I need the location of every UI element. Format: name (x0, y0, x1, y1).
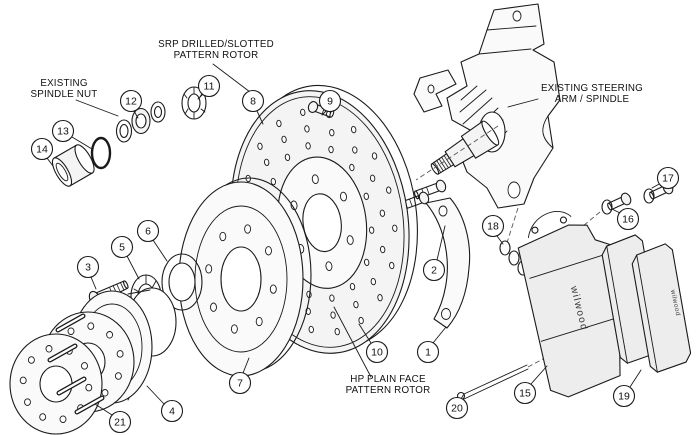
callout-20: 20 (445, 393, 469, 420)
callout-17: 17 (651, 166, 680, 190)
bearing-race-seal (161, 253, 203, 311)
dust-cap (51, 144, 95, 187)
callout-number: 3 (85, 262, 91, 274)
cotter-pin (456, 364, 529, 401)
callout-number: 16 (622, 214, 634, 226)
callout-15: 15 (513, 365, 548, 405)
callout-7: 7 (228, 357, 252, 395)
callout-2: 2 (422, 225, 446, 282)
callout-3: 3 (76, 255, 100, 290)
steering-knuckle (413, 3, 561, 209)
label-line: PATTERN ROTOR (174, 50, 259, 61)
callout-11: 11 (197, 74, 221, 100)
o-ring (90, 136, 112, 170)
label-line: SPINDLE NUT (31, 89, 98, 100)
callout-6: 6 (136, 219, 168, 262)
callout-number: 7 (237, 378, 243, 390)
callout-13: 13 (51, 119, 93, 150)
callout-21: 21 (94, 403, 132, 434)
hub-studs (47, 313, 105, 415)
callout-number: 13 (57, 126, 69, 138)
callout-number: 15 (519, 388, 531, 400)
outer-bearing (181, 86, 207, 120)
callout-number: 6 (145, 226, 151, 238)
callout-14: 14 (30, 137, 54, 167)
spindle-shaft (430, 120, 500, 175)
label-line: PATTERN ROTOR (346, 385, 431, 396)
callout-number: 17 (662, 173, 674, 185)
label-line: HP PLAIN FACE (350, 374, 426, 385)
brake-pads: wilwood (601, 234, 692, 373)
callout-number: 20 (451, 403, 463, 415)
callout-12: 12 (119, 89, 143, 119)
callout-number: 10 (371, 347, 383, 359)
callout-number: 11 (204, 81, 215, 93)
callout-number: 14 (36, 144, 48, 156)
callout-1: 1 (416, 326, 447, 364)
callout-8: 8 (241, 89, 265, 125)
callout-18: 18 (481, 214, 505, 245)
label-line: ARM / SPINDLE (555, 94, 630, 105)
callout-number: 18 (487, 221, 499, 233)
callout-number: 4 (169, 406, 175, 418)
callout-10: 10 (358, 323, 389, 364)
hat-bolt-holes (205, 224, 277, 334)
callout-number: 1 (425, 347, 431, 359)
callout-number: 19 (618, 391, 630, 403)
label-line: SRP DRILLED/SLOTTED (158, 39, 274, 50)
callout-4: 4 (146, 385, 184, 423)
callout-number: 2 (431, 265, 437, 277)
steering-arm (425, 197, 471, 329)
label-line: EXISTING STEERING (541, 83, 643, 94)
callout-number: 9 (327, 96, 333, 108)
steering-stop-bracket (413, 69, 457, 113)
callout-9: 9 (318, 89, 342, 116)
callout-number: 12 (125, 96, 137, 108)
callout-16: 16 (611, 207, 640, 231)
callout-number: 8 (250, 96, 256, 108)
callout-number: 5 (119, 242, 125, 254)
callout-19: 19 (612, 369, 642, 408)
callout-5: 5 (110, 235, 140, 280)
label-line: EXISTING (40, 78, 87, 89)
callout-number: 21 (114, 417, 126, 429)
